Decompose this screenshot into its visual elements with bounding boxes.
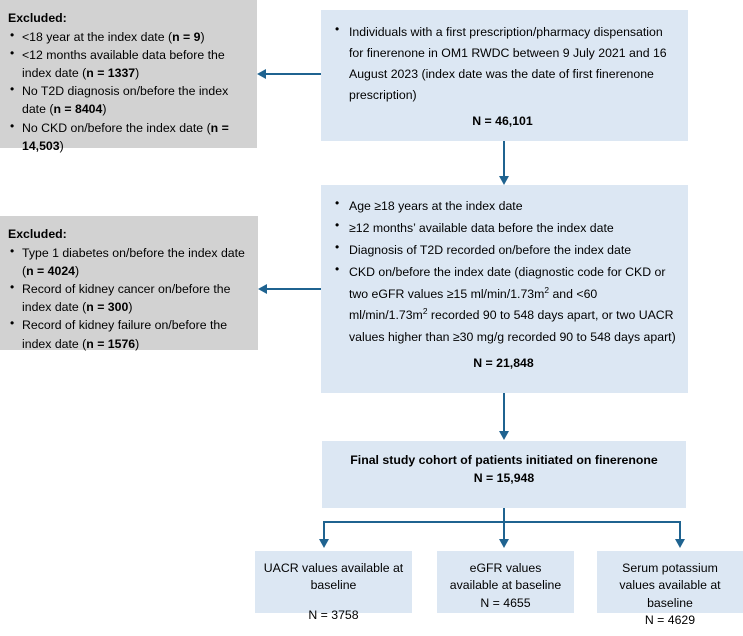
list-item: Diagnosis of T2D recorded on/before the …	[331, 239, 676, 262]
arrow-left-icon-excluded2	[258, 284, 267, 294]
outcome-n-uacr: N = 3758	[308, 607, 359, 622]
excluded-box-1-list: <18 year at the index date (n = 9) <12 m…	[8, 27, 247, 155]
excluded-box-1: Excluded: <18 year at the index date (n …	[0, 0, 257, 153]
eligible-population-box: Age ≥18 years at the index date ≥12 mont…	[321, 185, 688, 393]
outcome-label-uacr: UACR values available at baseline	[263, 561, 404, 593]
outcome-n-egfr: N = 4655	[480, 595, 531, 610]
source-population-n: N = 46,101	[472, 113, 533, 128]
outcome-box-uacr: UACR values available at baseline N = 37…	[255, 551, 412, 622]
connector-source-to-eligible	[503, 141, 505, 177]
list-item: Individuals with a first prescription/ph…	[331, 21, 674, 107]
eligible-population-n: N = 21,848	[473, 356, 534, 371]
final-cohort-n: N = 15,948	[473, 471, 535, 486]
eligible-population-list: Age ≥18 years at the index date ≥12 mont…	[331, 195, 676, 350]
arrow-down-icon-uacr	[319, 539, 329, 548]
excluded-box-2-heading: Excluded:	[8, 227, 67, 241]
list-item: <12 months available data before the ind…	[8, 45, 247, 82]
connector-branch-egfr	[503, 521, 505, 540]
source-population-list: Individuals with a first prescription/ph…	[331, 21, 674, 107]
arrow-down-icon-egfr	[499, 539, 509, 548]
list-item: Age ≥18 years at the index date	[331, 195, 676, 218]
arrow-left-icon-excluded1	[257, 69, 266, 79]
excluded-box-2: Excluded: Type 1 diabetes on/before the …	[0, 216, 258, 352]
outcome-label-potassium: Serum potassium values available at base…	[619, 561, 721, 610]
outcome-box-potassium: Serum potassium values available at base…	[597, 551, 743, 627]
connector-branch-potassium	[679, 521, 681, 540]
final-cohort-title: Final study cohort of patients initiated…	[350, 453, 658, 467]
list-item: CKD on/before the index date (diagnostic…	[331, 261, 676, 350]
list-item: No T2D diagnosis on/before the index dat…	[8, 81, 247, 118]
connector-source-to-excluded1	[265, 73, 321, 75]
excluded-box-2-list: Type 1 diabetes on/before the index date…	[8, 243, 250, 352]
list-item: Type 1 diabetes on/before the index date…	[8, 243, 250, 280]
list-item: <18 year at the index date (n = 9)	[8, 27, 247, 46]
source-population-box: Individuals with a first prescription/ph…	[321, 10, 688, 141]
list-item: ≥12 months’ available data before the in…	[331, 217, 676, 240]
connector-split-bar	[323, 521, 681, 523]
outcome-n-potassium: N = 4629	[644, 613, 696, 628]
connector-final-stem	[503, 508, 505, 522]
final-cohort-box: Final study cohort of patients initiated…	[322, 441, 686, 508]
arrow-down-icon-potassium	[675, 539, 685, 548]
connector-eligible-to-final	[503, 393, 505, 432]
arrow-down-icon-eligible	[499, 176, 509, 185]
arrow-down-icon-final	[499, 431, 509, 440]
connector-eligible-to-excluded2	[266, 288, 321, 290]
list-item: No CKD on/before the index date (n = 14,…	[8, 117, 247, 155]
connector-branch-uacr	[323, 521, 325, 540]
excluded-box-1-heading: Excluded:	[8, 11, 67, 25]
list-item: Record of kidney cancer on/before the in…	[8, 279, 250, 316]
outcome-box-egfr: eGFR values available at baseline N = 46…	[437, 551, 574, 613]
outcome-label-egfr: eGFR values available at baseline	[449, 561, 562, 593]
list-item: Record of kidney failure on/before the i…	[8, 315, 250, 352]
